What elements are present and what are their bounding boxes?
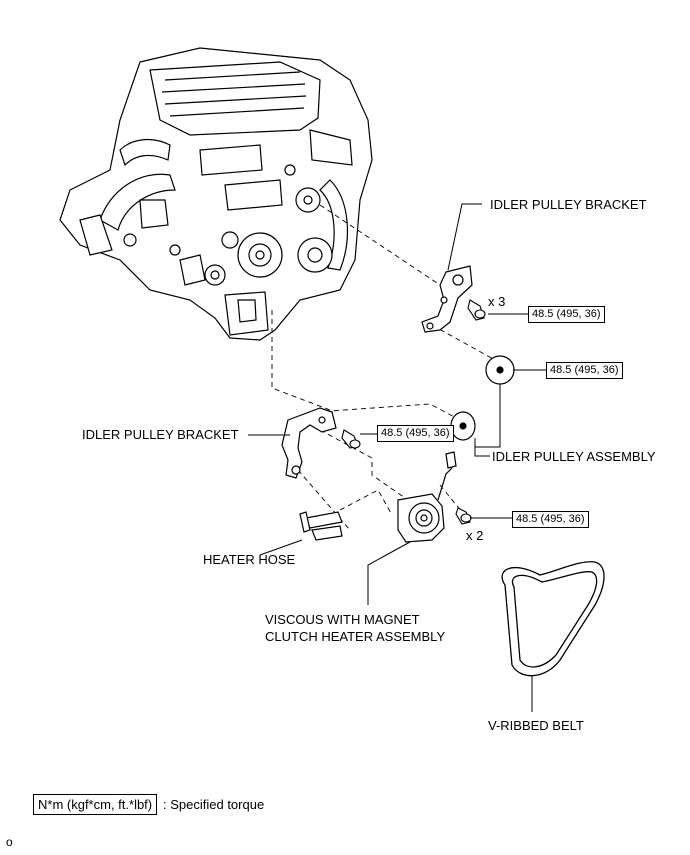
v-ribbed-belt — [501, 561, 605, 677]
label-v-ribbed-belt: V-RIBBED BELT — [488, 718, 584, 733]
label-idler-pulley-bracket-top: IDLER PULLEY BRACKET — [490, 197, 647, 212]
legend-torque-unit-box: N*m (kgf*cm, ft.*lbf) — [33, 794, 158, 815]
torque-pulley-top: 48.5 (495, 36) — [546, 362, 623, 379]
bracket-bolt — [467, 299, 486, 321]
viscous-heater-assembly — [397, 451, 457, 543]
torque-heater-bolts: 48.5 (495, 36) — [512, 511, 589, 528]
idler-pulley-bracket-top — [421, 265, 473, 333]
engine-illustration — [59, 47, 373, 341]
label-viscous-line1: VISCOUS WITH MAGNET — [265, 612, 420, 627]
alignment-lines — [271, 204, 496, 531]
label-idler-pulley-assembly: IDLER PULLEY ASSEMBLY — [492, 449, 656, 464]
label-viscous-line2: CLUTCH HEATER ASSEMBLY — [265, 629, 446, 644]
left-bracket-bolt — [341, 429, 361, 449]
corner-mark: o — [6, 835, 13, 849]
heater-bolt — [455, 507, 472, 525]
idler-pulley-top — [485, 355, 515, 385]
qty-bracket-bolts: x 3 — [488, 294, 506, 309]
idler-pulley-bracket-left — [281, 407, 337, 479]
legend-description: : Specified torque — [163, 797, 265, 812]
heater-hose — [299, 511, 343, 541]
torque-bracket-left-bolt: 48.5 (495, 36) — [377, 425, 454, 442]
label-idler-pulley-bracket-left: IDLER PULLEY BRACKET — [82, 427, 239, 442]
idler-pulley-lower — [450, 411, 476, 441]
torque-bracket-bolts: 48.5 (495, 36) — [528, 306, 605, 323]
leader-lines — [248, 203, 546, 712]
label-heater-hose: HEATER HOSE — [203, 552, 296, 567]
qty-heater-bolts: x 2 — [466, 528, 484, 543]
